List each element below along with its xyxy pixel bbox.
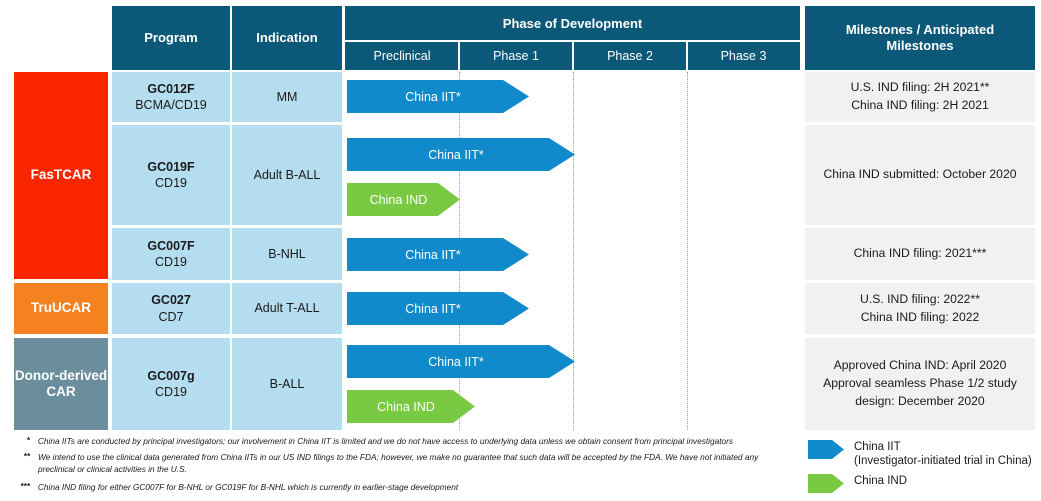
legend-title: China IND	[854, 475, 908, 487]
milestone-line: Approval seamless Phase 1/2 study design…	[823, 376, 1017, 408]
header-program: Program	[112, 6, 230, 70]
header-milestones-label: Milestones / Anticipated Milestones	[845, 21, 995, 53]
program-cell-gc007f: GC007F CD19	[112, 228, 230, 280]
platform-truucar-label: TruUCAR	[31, 300, 91, 316]
milestone-line: China IND filing: 2022	[860, 309, 980, 324]
header-indication: Indication	[232, 6, 342, 70]
bar-gc027-china-iit[interactable]: China IIT*	[347, 292, 529, 325]
program-name: GC027	[151, 293, 191, 308]
program-target: CD19	[155, 176, 187, 190]
indication-cell-gc012f: MM	[232, 72, 342, 122]
header-phase-3: Phase 3	[687, 40, 800, 70]
legend-subtitle: (Investigator-initiated trial in China)	[854, 455, 1032, 468]
footnote-1-text: China IITs are conducted by principal in…	[37, 436, 734, 446]
header-indication-label: Indication	[256, 29, 318, 45]
bar-gc019f-china-ind[interactable]: China IND	[347, 183, 460, 216]
bar-label: China IIT*	[405, 89, 461, 104]
bar-label: China IND	[369, 192, 428, 207]
header-phase-title: Phase of Development	[345, 6, 800, 40]
legend-title: China IIT	[854, 441, 901, 453]
program-target: CD7	[158, 309, 184, 324]
header-program-label: Program	[144, 29, 198, 45]
indication-label: B-NHL	[268, 246, 306, 261]
program-target: BCMA/CD19	[135, 98, 207, 112]
program-cell-gc007g: GC007g CD19	[112, 338, 230, 430]
milestone-line: Approved China IND: April 2020	[833, 358, 1007, 373]
indication-cell-gc019f: Adult B-ALL	[232, 125, 342, 225]
header-divider-2	[572, 40, 574, 70]
legend-item-china-iit: China IIT (Investigator-initiated trial …	[808, 440, 1032, 469]
platform-fastcar: FasTCAR	[14, 72, 108, 279]
indication-cell-gc007f: B-NHL	[232, 228, 342, 280]
program-name: GC007g	[147, 368, 195, 383]
indication-label: B-ALL	[269, 376, 305, 391]
header-phase-title-label: Phase of Development	[502, 15, 643, 31]
milestones-cell-gc007f: China IND filing: 2021***	[805, 228, 1035, 280]
program-name: GC012F	[147, 81, 195, 96]
platform-truucar: TruUCAR	[14, 283, 108, 334]
footnote-3-text: China IND filing for either GC007F for B…	[37, 482, 459, 492]
program-target: CD19	[155, 255, 187, 269]
milestone-line: China IND filing: 2H 2021	[851, 98, 989, 112]
bar-gc007g-china-ind[interactable]: China IND	[347, 390, 475, 423]
header-phase-2: Phase 2	[573, 40, 687, 70]
header-phase-group: Phase of Development Preclinical Phase 1…	[345, 6, 800, 70]
milestone-line: China IND filing: 2021***	[853, 246, 987, 261]
footnote-1: * China IITs are conducted by principal …	[0, 435, 790, 447]
footnote-2-marker: **	[23, 451, 30, 461]
phase-divider-phase2-phase3	[687, 72, 688, 430]
platform-donor-derived-car: Donor-derived CAR	[14, 338, 108, 430]
milestones-cell-gc012f: U.S. IND filing: 2H 2021** China IND fil…	[805, 72, 1035, 122]
header-phase-1: Phase 1	[459, 40, 573, 70]
bar-gc019f-china-iit[interactable]: China IIT*	[347, 138, 575, 171]
bar-gc007g-china-iit[interactable]: China IIT*	[347, 345, 575, 378]
program-name: GC007F	[147, 238, 195, 253]
program-cell-gc027: GC027 CD7	[112, 283, 230, 334]
milestone-line: U.S. IND filing: 2022**	[860, 291, 980, 306]
legend-swatch-china-iit	[808, 440, 844, 459]
milestone-line: U.S. IND filing: 2H 2021**	[850, 80, 990, 95]
header-phase-preclinical-label: Preclinical	[373, 49, 431, 63]
footnote-2: ** We intend to use the clinical data ge…	[0, 451, 790, 475]
milestone-line: China IND submitted: October 2020	[823, 167, 1017, 182]
milestones-cell-gc007g: Approved China IND: April 2020 Approval …	[805, 338, 1035, 430]
header-divider-1	[458, 40, 460, 70]
indication-label: Adult T-ALL	[254, 301, 320, 316]
phase-divider-phase1-phase2	[573, 72, 574, 430]
program-target: CD19	[155, 385, 187, 399]
legend-item-china-ind: China IND	[808, 474, 907, 493]
milestones-cell-gc027: U.S. IND filing: 2022** China IND filing…	[805, 283, 1035, 334]
platform-fastcar-label: FasTCAR	[30, 167, 92, 183]
bar-label: China IIT*	[428, 354, 484, 369]
legend-label-china-iit: China IIT (Investigator-initiated trial …	[844, 440, 1032, 469]
indication-cell-gc007g: B-ALL	[232, 338, 342, 430]
indication-cell-gc027: Adult T-ALL	[232, 283, 342, 334]
header-divider-3	[686, 40, 688, 70]
footnote-3-marker: ***	[20, 481, 30, 491]
header-phase-1-label: Phase 1	[493, 49, 539, 63]
legend-swatch-china-ind	[808, 474, 844, 493]
header-phase-3-label: Phase 3	[720, 49, 767, 63]
bar-label: China IIT*	[405, 301, 461, 316]
header-phase-preclinical: Preclinical	[345, 40, 459, 70]
bar-gc012f-china-iit[interactable]: China IIT*	[347, 80, 529, 113]
bar-label: China IND	[377, 399, 435, 414]
indication-label: MM	[276, 89, 298, 104]
platform-donor-derived-car-label: Donor-derived CAR	[14, 367, 108, 399]
program-cell-gc012f: GC012F BCMA/CD19	[112, 72, 230, 122]
footnote-3: *** China IND filing for either GC007F f…	[0, 481, 790, 493]
footnote-2-text: We intend to use the clinical data gener…	[38, 452, 759, 475]
bar-label: China IIT*	[428, 147, 484, 162]
program-name: GC019F	[147, 159, 195, 174]
indication-label: Adult B-ALL	[253, 167, 321, 182]
bar-gc007f-china-iit[interactable]: China IIT*	[347, 238, 529, 271]
header-phase-2-label: Phase 2	[607, 49, 653, 63]
program-cell-gc019f: GC019F CD19	[112, 125, 230, 225]
bar-label: China IIT*	[405, 247, 461, 262]
footnote-1-marker: *	[26, 435, 30, 445]
legend-label-china-ind: China IND	[844, 474, 907, 488]
milestones-cell-gc019f: China IND submitted: October 2020	[805, 125, 1035, 225]
header-milestones: Milestones / Anticipated Milestones	[805, 6, 1035, 70]
